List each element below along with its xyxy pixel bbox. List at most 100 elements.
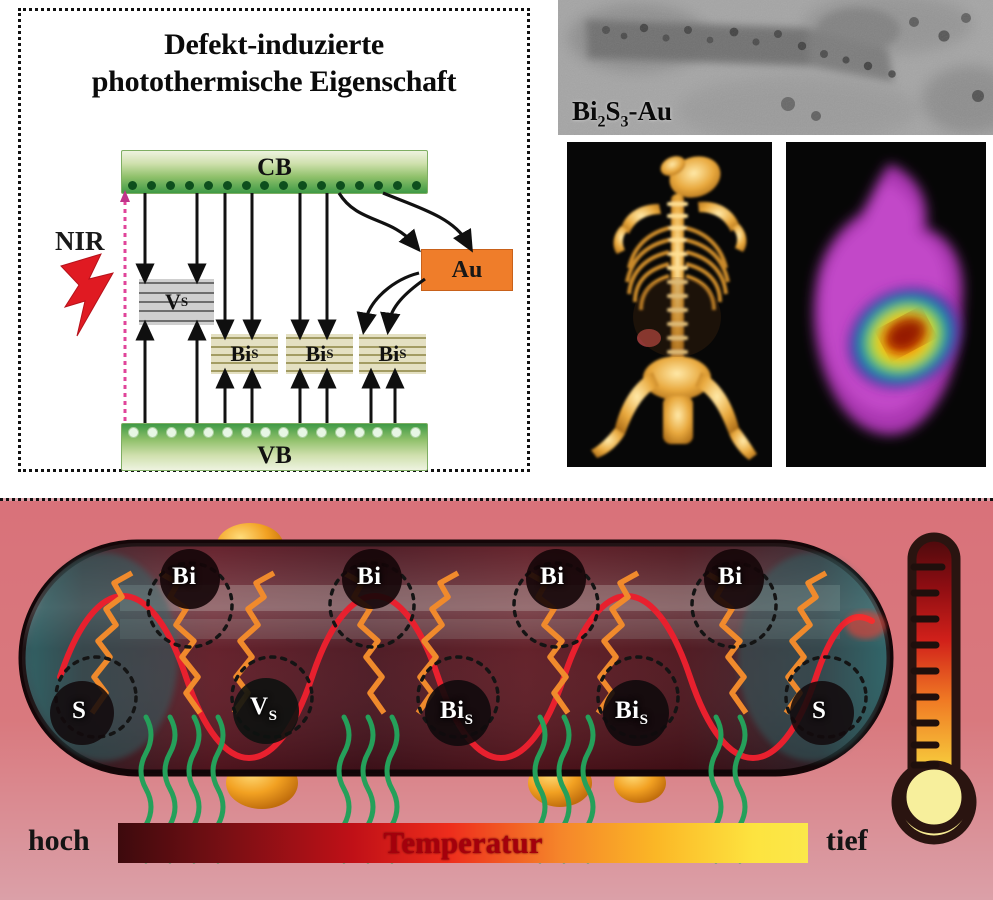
band-diagram-panel: Defekt-induzierte photothermische Eigens… — [18, 8, 530, 472]
hole-dot — [334, 427, 346, 438]
scale-low-label: tief — [826, 824, 868, 857]
relaxation-arrows-to-vacancy — [135, 193, 207, 285]
tem-caption-au: -Au — [628, 95, 673, 126]
hole-dot — [128, 427, 139, 438]
atom-label-s-left: S — [72, 697, 86, 725]
electron-dot — [241, 181, 251, 190]
micro-ct-image — [567, 142, 772, 467]
atom-label-symbol: S — [72, 697, 87, 724]
hole-dot — [297, 427, 309, 438]
vacancy-symbol: V — [164, 289, 181, 314]
thermometer-ticks — [910, 563, 946, 769]
conduction-band-electrons — [128, 181, 421, 190]
atom-label-bi-1: Bi — [172, 563, 197, 591]
relaxation-arrows-to-antisites — [215, 193, 337, 341]
valence-band: VB — [121, 423, 428, 471]
curved-arrows-gold-to-antisite — [356, 271, 426, 336]
hole-dot — [221, 427, 233, 438]
electron-dot — [146, 181, 156, 190]
photothermal-content — [786, 142, 986, 467]
atom-label-symbol: Bi — [540, 563, 565, 590]
electron-dot — [260, 181, 270, 190]
hole-dot — [203, 427, 215, 438]
electron-dot — [355, 181, 365, 190]
electron-dot — [165, 181, 175, 190]
atom-label-subscript: S — [639, 712, 649, 728]
excitation-arrows-from-vb-to-antisites — [215, 367, 405, 423]
thermometer-icon — [891, 532, 977, 845]
antisite-subscript: S — [399, 346, 407, 361]
nir-label: NIR — [55, 226, 105, 256]
panel-title: Defekt-induzierte photothermische Eigens… — [21, 27, 527, 100]
electron-dot — [336, 181, 346, 190]
atom-label-symbol: S — [812, 697, 827, 724]
atom-label-symbol: Bi — [357, 563, 382, 590]
electron-dot — [184, 181, 194, 190]
hole-dot — [353, 427, 365, 438]
atom-label-symbol: Bi — [172, 563, 197, 590]
temperature-scale: hoch Temperatur tief — [0, 820, 993, 866]
scale-high-label: hoch — [28, 824, 90, 857]
hole-dot — [240, 427, 252, 438]
atom-label-symbol: V — [250, 693, 269, 720]
valence-band-label: VB — [257, 442, 292, 469]
antisite-symbol: Bi — [230, 341, 252, 366]
electron-dot — [203, 181, 213, 190]
electron-dot — [392, 181, 402, 190]
micro-ct-content — [567, 142, 772, 467]
gold-acceptor-box: Au — [421, 249, 513, 291]
hole-dot — [146, 427, 158, 438]
conduction-band-label: CB — [257, 154, 292, 181]
hole-dot — [259, 427, 271, 438]
atom-label-symbol: Bi — [615, 697, 640, 724]
hole-dot — [372, 427, 384, 438]
antisite-subscript: S — [251, 346, 259, 361]
phonon-zigzag — [89, 570, 828, 715]
hole-dot — [165, 427, 177, 438]
tem-micrograph: Bi2S3-Au — [558, 0, 993, 135]
antisite-symbol: Bi — [305, 341, 327, 366]
valence-band-holes — [128, 427, 421, 438]
electron-dot — [298, 181, 308, 190]
electron-dot — [373, 181, 383, 190]
atom-label-symbol: Bi — [718, 563, 743, 590]
nanorod-illustration — [18, 523, 977, 864]
panel-title-line1: Defekt-induzierte — [164, 28, 384, 61]
atom-label-bis-1: BiS — [440, 697, 473, 729]
tem-image-content — [558, 0, 993, 135]
hole-dot — [409, 427, 421, 438]
electron-dot — [279, 181, 289, 190]
vacancy-subscript: S — [180, 294, 189, 309]
atom-label-bis-2: BiS — [615, 697, 648, 729]
tem-caption-sub2: 3 — [620, 113, 629, 130]
thermal-wave — [57, 593, 875, 761]
atom-label-s-right: S — [812, 697, 826, 725]
atom-label-symbol: Bi — [440, 697, 465, 724]
conduction-band: CB — [121, 150, 428, 194]
tem-caption: Bi2S3-Au — [572, 96, 672, 131]
tem-caption-sub1: 2 — [597, 113, 606, 130]
atom-label-subscript: S — [464, 712, 474, 728]
hole-dot — [278, 427, 290, 438]
curved-arrows-cb-to-gold — [337, 191, 473, 253]
antisite-subscript: S — [326, 346, 334, 361]
electron-dot — [128, 181, 137, 190]
scale-center-label: Temperatur — [383, 825, 543, 860]
atom-spheres — [50, 549, 854, 746]
photothermal-image — [786, 142, 986, 467]
hole-dot — [391, 427, 403, 438]
electron-dot — [317, 181, 327, 190]
atom-label-bi-3: Bi — [540, 563, 565, 591]
scale-gradient-bar — [118, 823, 808, 863]
electron-dot — [222, 181, 232, 190]
tem-caption-bi: Bi — [572, 95, 598, 126]
antisite-symbol: Bi — [378, 341, 400, 366]
